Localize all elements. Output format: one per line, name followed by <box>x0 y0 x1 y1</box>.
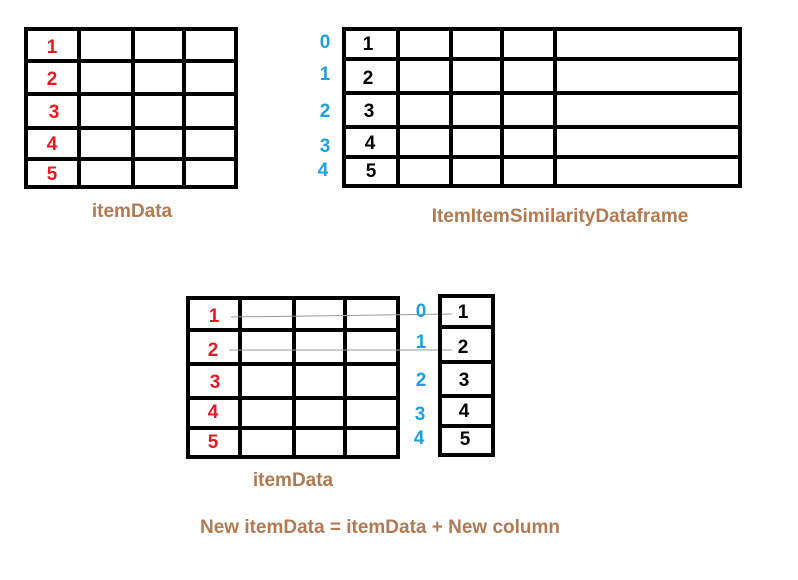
index-label: 3 <box>415 404 426 425</box>
new-column-values: 1 2 3 4 5 <box>458 302 471 450</box>
index-label: 1 <box>320 64 331 85</box>
new-column <box>438 294 495 457</box>
itemdata-caption-bottom: itemData <box>253 470 334 491</box>
row-label: 2 <box>47 69 58 90</box>
cell-value: 1 <box>363 34 374 55</box>
row-label: 3 <box>210 372 221 393</box>
row-label: 5 <box>208 432 219 453</box>
formula-caption: New itemData = itemData + New column <box>200 517 560 538</box>
index-label: 0 <box>416 301 427 322</box>
row-label: 4 <box>208 402 219 423</box>
itemdata-table-top <box>24 27 238 189</box>
row-label: 4 <box>47 134 58 155</box>
itemdata-bottom-row-labels: 1 2 3 4 5 <box>208 306 221 453</box>
index-label: 4 <box>318 160 329 181</box>
index-label: 2 <box>416 370 427 391</box>
new-column-index-labels: 0 1 2 3 4 <box>414 301 427 449</box>
index-label: 2 <box>320 101 331 122</box>
index-label: 0 <box>320 32 331 53</box>
row-label: 1 <box>209 306 220 327</box>
connector-line <box>230 313 453 318</box>
table-border <box>342 27 742 188</box>
cell-value: 2 <box>363 68 374 89</box>
index-label: 1 <box>416 332 427 353</box>
index-label: 3 <box>320 136 331 157</box>
itemdata-caption-top: itemData <box>92 201 173 222</box>
itemdata-top-row-labels: 1 2 3 4 5 <box>47 37 60 185</box>
row-label: 5 <box>47 164 58 185</box>
index-label: 4 <box>414 428 425 449</box>
cell-value: 3 <box>459 370 470 391</box>
cell-value: 2 <box>458 337 469 358</box>
similarity-caption: ItemItemSimilarityDataframe <box>432 206 689 227</box>
similarity-table <box>342 27 742 188</box>
join-connectors <box>229 313 453 351</box>
itemdata-table-bottom <box>186 296 400 459</box>
row-label: 3 <box>49 102 60 123</box>
cell-value: 4 <box>459 401 470 422</box>
cell-value: 5 <box>460 429 471 450</box>
cell-value: 5 <box>366 161 377 182</box>
cell-value: 4 <box>365 133 376 154</box>
column-border <box>438 294 495 457</box>
row-label: 1 <box>47 37 58 58</box>
cell-value: 3 <box>364 101 375 122</box>
similarity-index-labels: 0 1 2 3 4 <box>318 32 331 181</box>
cell-value: 1 <box>458 302 469 323</box>
similarity-first-column: 1 2 3 4 5 <box>363 34 377 182</box>
row-label: 2 <box>208 340 219 361</box>
